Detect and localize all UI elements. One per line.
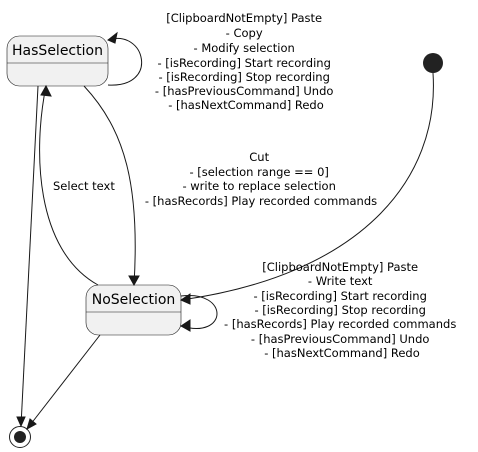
initial-state <box>423 53 443 73</box>
edge-no-selection-self <box>180 295 218 332</box>
edge-initial-to-no-selection <box>179 72 434 305</box>
label-line: - [hasNextCommand] Redo <box>168 98 324 112</box>
label-line: - [hasNextCommand] Redo <box>264 346 420 360</box>
label-line: - [hasPreviousCommand] Undo <box>155 84 334 98</box>
label-line: - write to replace selection <box>182 179 335 193</box>
label-no-selection-self: [ClipboardNotEmpty] Paste - Write text -… <box>224 260 460 360</box>
label-line: - [isRecording] Stop recording <box>158 70 329 84</box>
edge-no-to-has-selection <box>39 84 99 286</box>
state-no-selection-name: NoSelection <box>92 292 176 308</box>
label-line: - [isRecording] Start recording <box>253 289 426 303</box>
label-line: - [selection range == 0] <box>189 165 328 179</box>
label-line: - Copy <box>226 26 263 40</box>
label-has-to-no-selection: Cut - [selection range == 0] - write to … <box>145 150 377 208</box>
label-line: [ClipboardNotEmpty] Paste <box>262 260 418 274</box>
label-line: - [isRecording] Start recording <box>157 56 330 70</box>
final-state <box>9 426 31 448</box>
edge-has-selection-to-final <box>16 85 39 428</box>
edge-has-selection-self <box>107 31 143 86</box>
label-line: - [isRecording] Stop recording <box>254 303 425 317</box>
edge-no-selection-to-final <box>26 334 101 431</box>
edge-has-to-no-selection <box>83 85 140 287</box>
label-no-to-has-selection: Select text <box>53 179 115 193</box>
label-line: - [hasPreviousCommand] Undo <box>251 332 430 346</box>
label-line: - Write text <box>308 274 373 288</box>
state-no-selection: NoSelection <box>85 284 182 336</box>
state-has-selection-name: HasSelection <box>12 43 103 59</box>
state-has-selection: HasSelection <box>6 35 109 87</box>
label-line: - [hasRecords] Play recorded commands <box>224 317 456 331</box>
label-line: - Modify selection <box>194 41 295 55</box>
label-line: - [hasRecords] Play recorded commands <box>145 194 377 208</box>
label-line: [ClipboardNotEmpty] Paste <box>166 11 322 25</box>
label-has-selection-self: [ClipboardNotEmpty] Paste - Copy - Modif… <box>155 11 337 112</box>
label-line: Cut <box>249 150 269 164</box>
